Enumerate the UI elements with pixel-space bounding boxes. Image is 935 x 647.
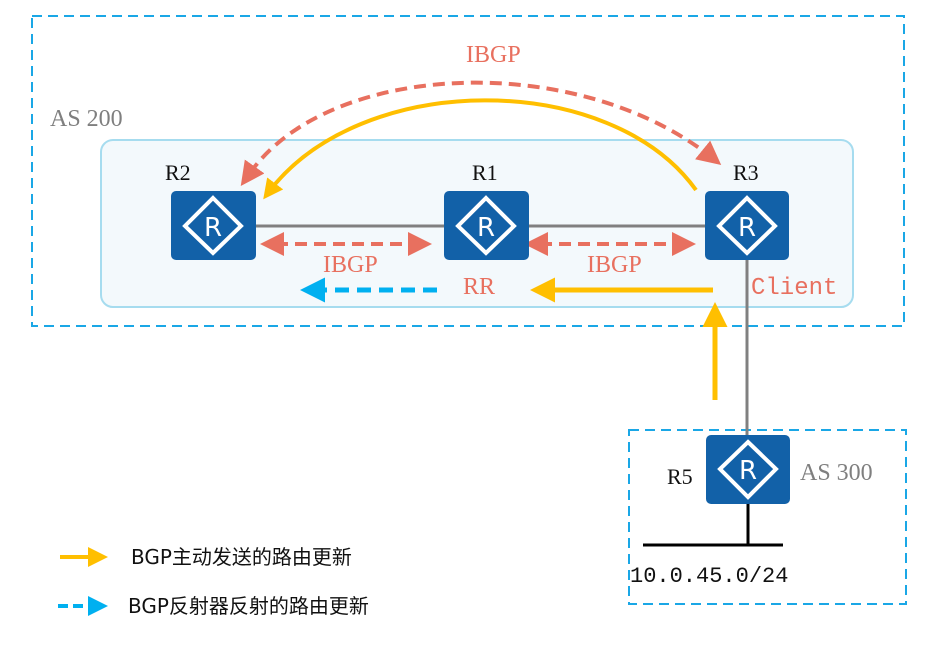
- legend-label: BGP反射器反射的路由更新: [128, 594, 369, 618]
- router-r1-label: R1: [472, 160, 498, 185]
- router-icon: [455, 195, 517, 256]
- legend-label: BGP主动发送的路由更新: [131, 545, 352, 569]
- router-r2[interactable]: R: [171, 191, 256, 260]
- ibgp-label-r2-r3: IBGP: [466, 42, 521, 68]
- as200-label: AS 200: [50, 106, 123, 132]
- client-role-label: Client: [751, 275, 837, 302]
- router-r3[interactable]: R: [705, 191, 789, 260]
- ibgp-label-r1-r3: IBGP: [587, 252, 642, 278]
- rr-role-label: RR: [463, 274, 495, 300]
- active-update-r3-to-r2: [263, 98, 698, 200]
- router-symbol: R: [738, 213, 756, 243]
- router-r3-label: R3: [733, 160, 759, 185]
- as300-label: AS 300: [800, 460, 873, 486]
- router-r5[interactable]: R: [706, 435, 790, 504]
- network-prefix-label: 10.0.45.0/24: [630, 564, 788, 589]
- ibgp-label-r2-r1: IBGP: [323, 252, 378, 278]
- router-r5-label: R5: [667, 464, 693, 489]
- legend-item-reflected-update: BGP反射器反射的路由更新: [58, 594, 369, 618]
- as200-region: [31, 15, 905, 327]
- router-symbol: R: [739, 456, 757, 486]
- router-symbol: R: [204, 213, 222, 243]
- legend: BGP主动发送的路由更新 BGP反射器反射的路由更新: [58, 545, 369, 618]
- router-icon: [716, 195, 778, 256]
- router-r2-label: R2: [165, 160, 191, 185]
- router-icon: [717, 439, 779, 500]
- ibgp-session-r2-r3: [240, 80, 722, 187]
- legend-item-active-update: BGP主动发送的路由更新: [60, 545, 352, 569]
- router-symbol: R: [477, 213, 495, 243]
- router-icon: [182, 195, 244, 256]
- router-r1[interactable]: R: [444, 191, 529, 260]
